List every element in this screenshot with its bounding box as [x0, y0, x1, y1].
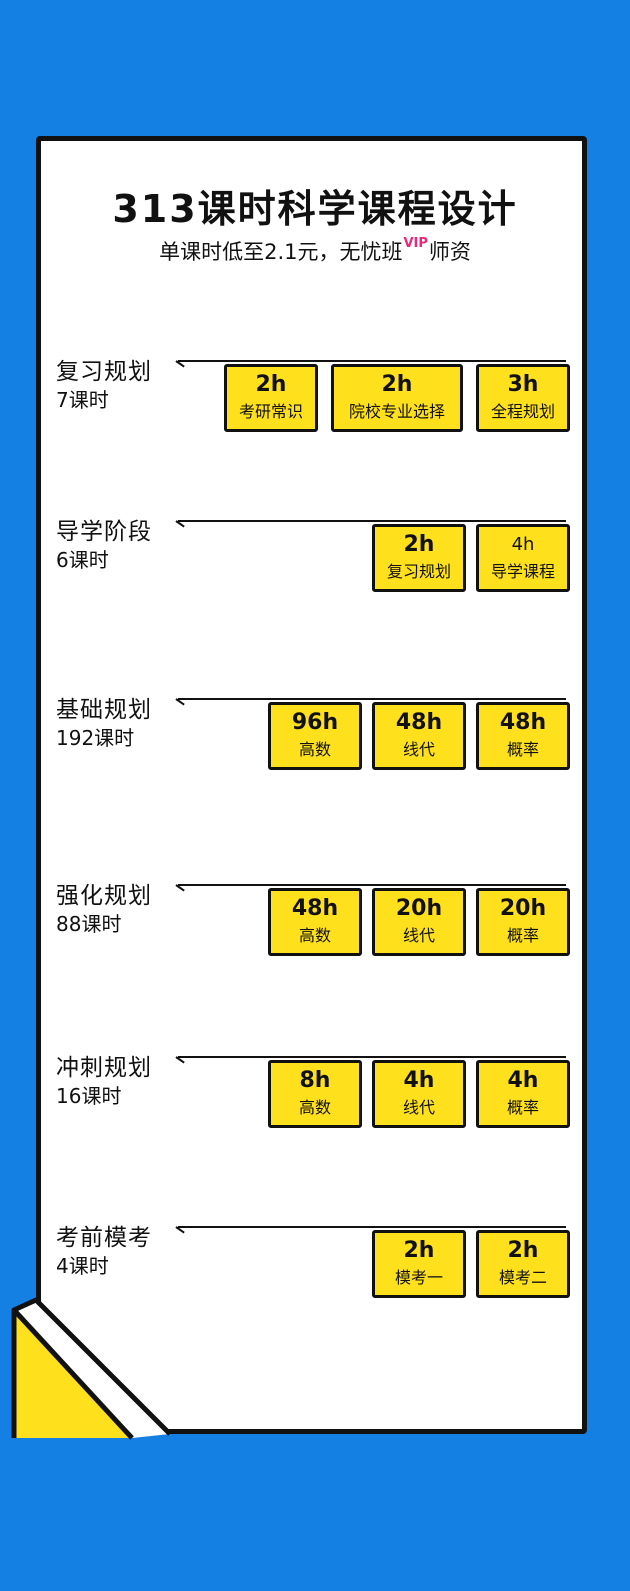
course-hours: 96h [291, 710, 339, 735]
section-name: 复习规划 [56, 359, 152, 385]
course-box: 20h 线代 [372, 888, 466, 956]
section-4: 强化规划 88课时 48h 高数 20h 线代 20h 概率 [0, 876, 630, 966]
course-label: 院校专业选择 [348, 402, 445, 421]
course-box: 2h 模考二 [476, 1230, 570, 1298]
course-hours: 4h [507, 1068, 539, 1093]
section-divider [178, 360, 566, 362]
section-name: 基础规划 [56, 697, 152, 723]
course-label: 线代 [402, 740, 435, 759]
course-box: 2h 模考一 [372, 1230, 466, 1298]
section-divider [178, 520, 566, 522]
subtitle-suffix: 师资 [428, 240, 471, 264]
course-hours: 48h [499, 710, 547, 735]
subtitle-text: 单课时低至2.1元，无忧班 [159, 240, 403, 264]
course-box: 96h 高数 [268, 702, 362, 770]
section-5: 冲刺规划 16课时 8h 高数 4h 线代 4h 概率 [0, 1048, 630, 1138]
course-box: 8h 高数 [268, 1060, 362, 1128]
course-hours: 4h [511, 534, 535, 555]
course-box: 4h 导学课程 [476, 524, 570, 592]
course-box: 2h 复习规划 [372, 524, 466, 592]
vip-badge: VIP [403, 236, 428, 251]
section-hours: 7课时 [56, 388, 109, 412]
section-divider [178, 1056, 566, 1058]
course-box: 4h 概率 [476, 1060, 570, 1128]
course-hours: 2h [255, 372, 287, 397]
course-label: 概率 [506, 1098, 539, 1117]
course-hours: 2h [381, 372, 413, 397]
section-hours: 192课时 [56, 726, 135, 750]
page-subtitle: 单课时低至2.1元，无忧班VIP师资 [0, 236, 630, 266]
course-label: 高数 [298, 1098, 331, 1117]
course-hours: 2h [403, 1238, 435, 1263]
section-6: 考前模考 4课时 2h 模考一 2h 模考二 [0, 1218, 630, 1308]
course-box: 20h 概率 [476, 888, 570, 956]
course-box: 48h 概率 [476, 702, 570, 770]
section-hours: 16课时 [56, 1084, 122, 1108]
course-box: 2h 院校专业选择 [331, 364, 463, 432]
course-hours: 20h [395, 896, 443, 921]
course-hours: 20h [499, 896, 547, 921]
course-label: 考研常识 [238, 402, 303, 421]
course-box: 48h 线代 [372, 702, 466, 770]
course-label: 线代 [402, 1098, 435, 1117]
course-label: 概率 [506, 740, 539, 759]
course-box: 4h 线代 [372, 1060, 466, 1128]
course-hours: 2h [507, 1238, 539, 1263]
section-name: 考前模考 [56, 1225, 152, 1251]
course-label: 高数 [298, 926, 331, 945]
section-divider [178, 698, 566, 700]
section-name: 冲刺规划 [56, 1055, 152, 1081]
section-hours: 88课时 [56, 912, 122, 936]
course-box: 2h 考研常识 [224, 364, 318, 432]
content-card [36, 136, 587, 1434]
course-box: 3h 全程规划 [476, 364, 570, 432]
section-2: 导学阶段 6课时 2h 复习规划 4h 导学课程 [0, 512, 630, 602]
course-label: 模考一 [394, 1268, 443, 1287]
course-label: 模考二 [498, 1268, 547, 1287]
course-label: 高数 [298, 740, 331, 759]
page-title: 313课时科学课程设计 [112, 187, 518, 231]
course-label: 全程规划 [490, 402, 555, 421]
course-hours: 3h [507, 372, 539, 397]
course-hours: 2h [403, 532, 435, 557]
course-label: 导学课程 [490, 562, 555, 581]
course-hours: 48h [395, 710, 443, 735]
section-3: 基础规划 192课时 96h 高数 48h 线代 48h 概率 [0, 690, 630, 780]
course-label: 复习规划 [386, 562, 451, 581]
section-divider [178, 1226, 566, 1228]
course-box: 48h 高数 [268, 888, 362, 956]
course-hours: 48h [291, 896, 339, 921]
course-hours: 4h [403, 1068, 435, 1093]
course-label: 线代 [402, 926, 435, 945]
section-name: 导学阶段 [56, 519, 152, 545]
section-1: 复习规划 7课时 2h 考研常识 2h 院校专业选择 3h 全程规划 [0, 352, 630, 442]
section-name: 强化规划 [56, 883, 152, 909]
course-hours: 8h [299, 1068, 331, 1093]
section-divider [178, 884, 566, 886]
course-label: 概率 [506, 926, 539, 945]
section-hours: 6课时 [56, 548, 109, 572]
section-hours: 4课时 [56, 1254, 109, 1278]
